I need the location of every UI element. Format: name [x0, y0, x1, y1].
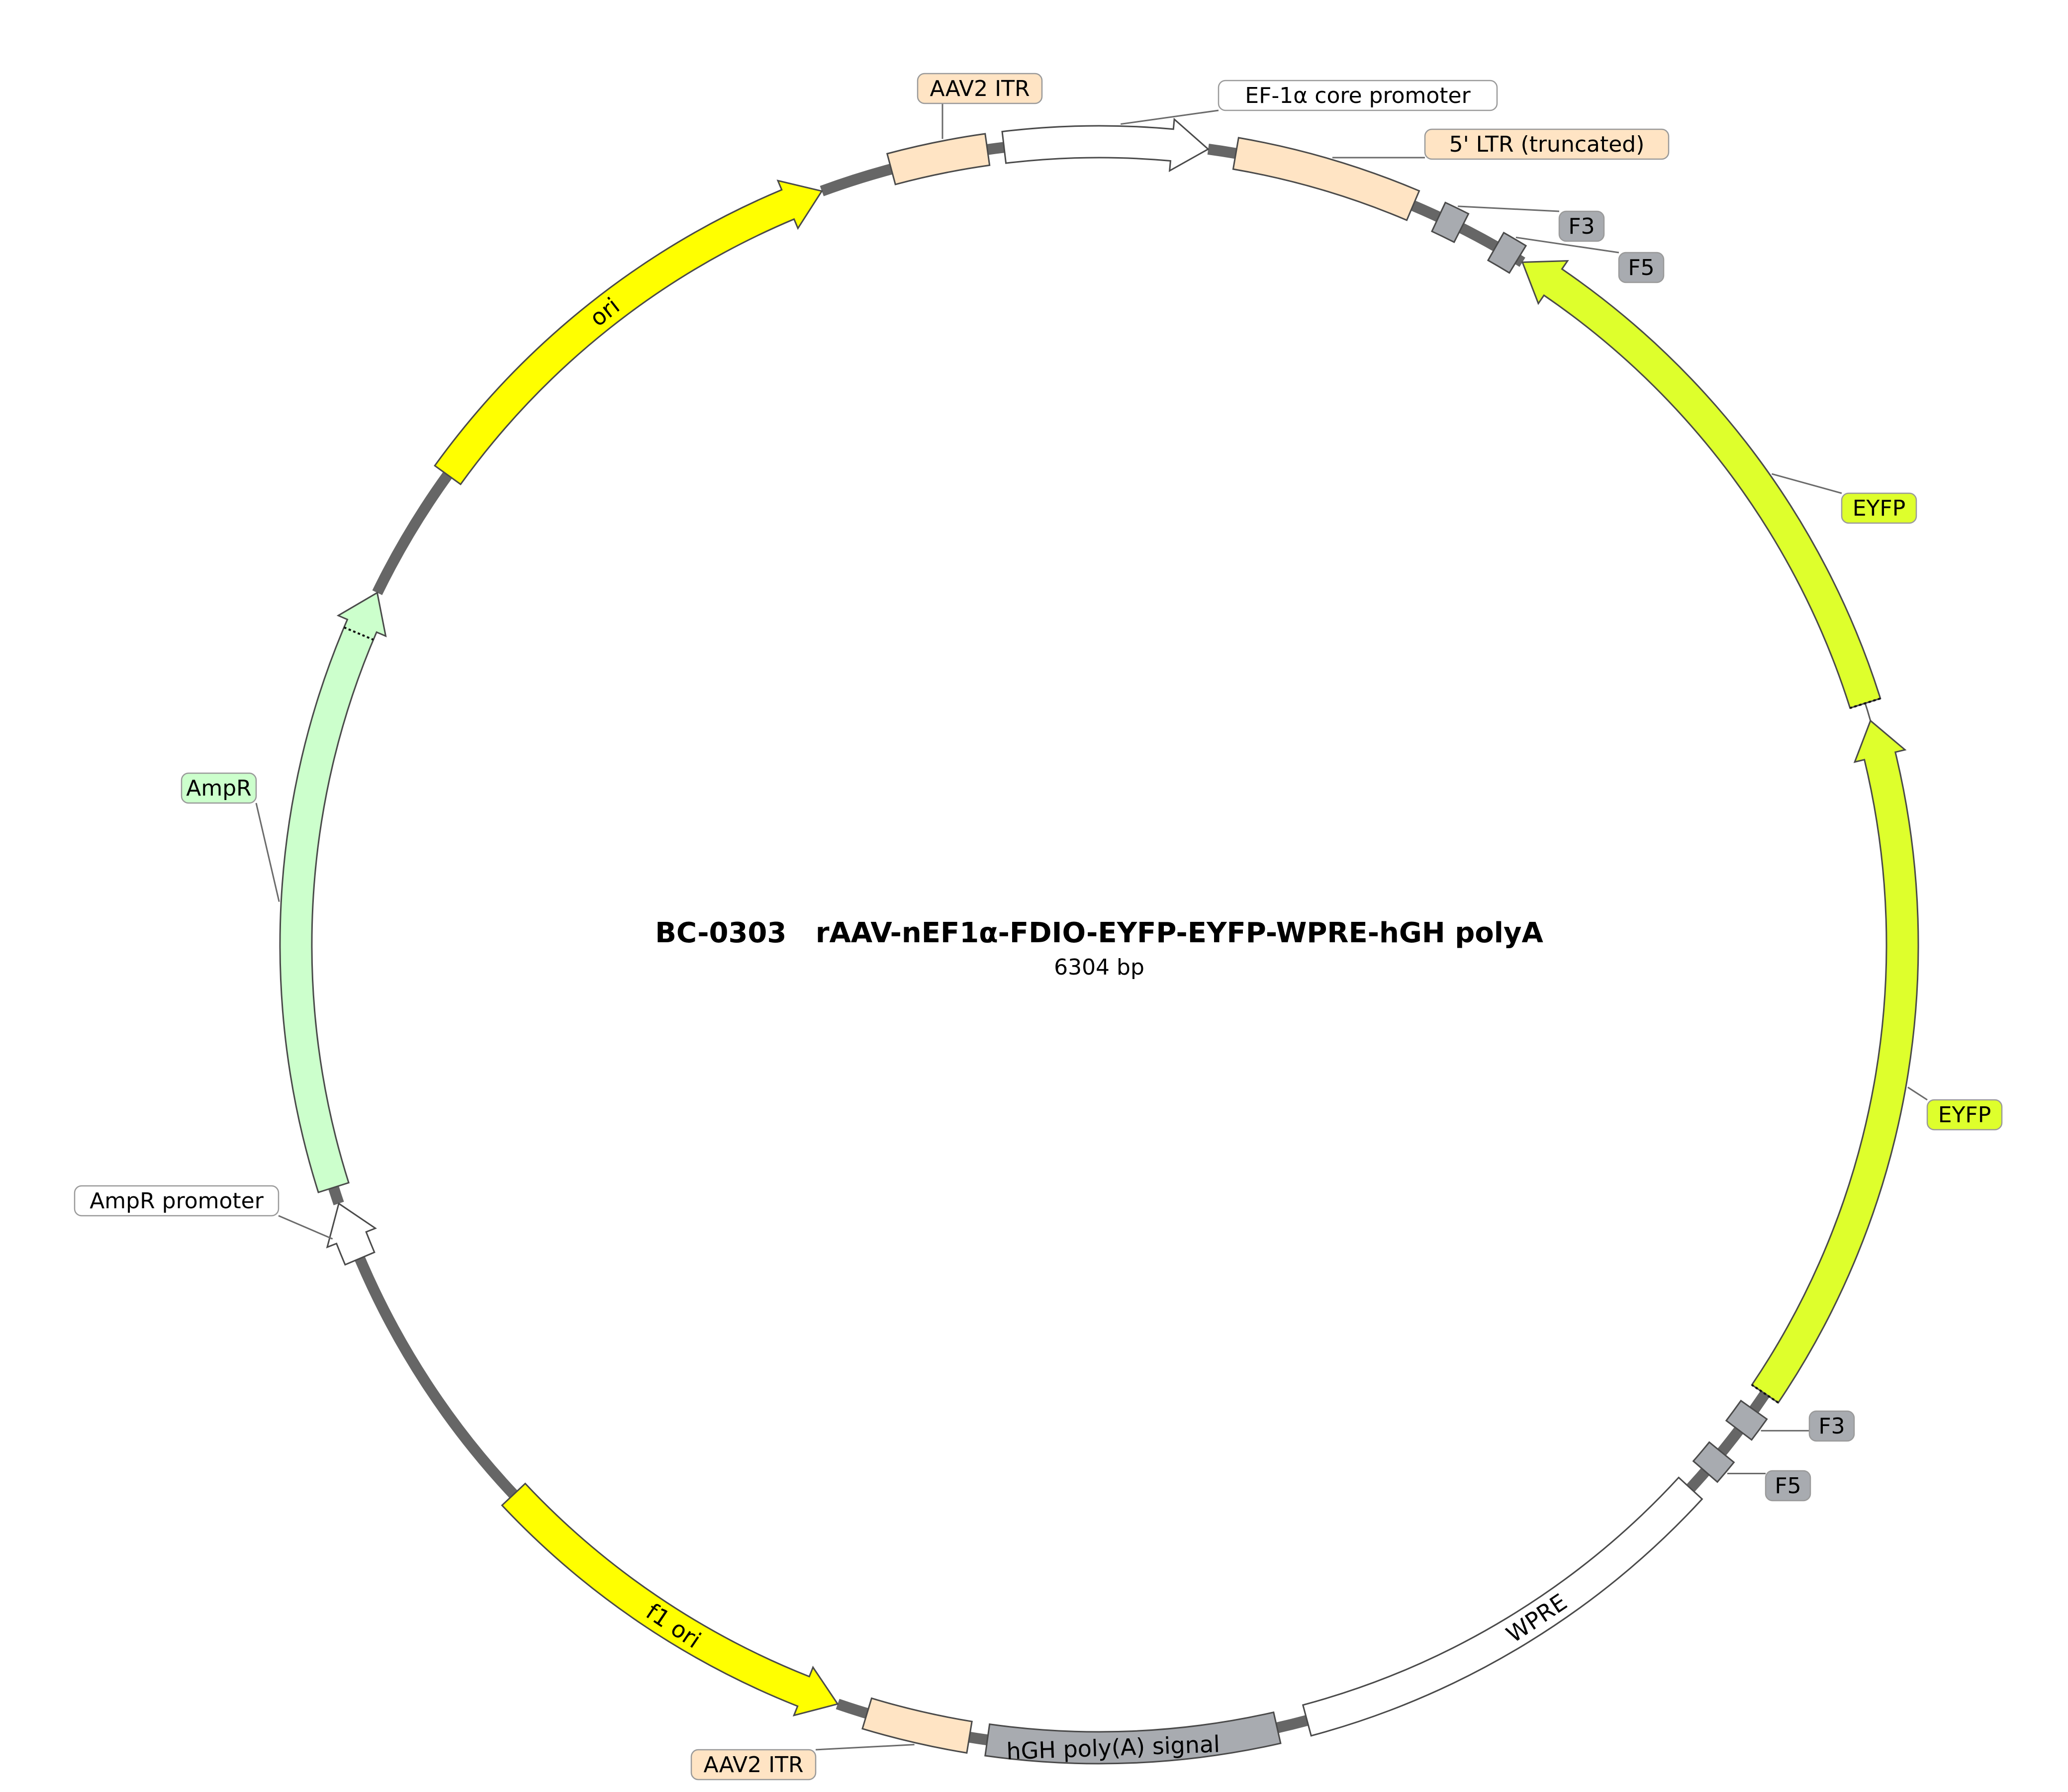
feature-callout-label: F5: [1628, 255, 1654, 280]
label-box: [1218, 80, 1498, 111]
feature-callout-label: AmpR: [186, 776, 251, 801]
feature-aav2-itr[interactable]: [886, 133, 991, 185]
label-box: [181, 772, 257, 804]
backbone-segment: [1207, 144, 1237, 159]
feature-callout-label: F3: [1568, 214, 1595, 239]
feature-shape[interactable]: [279, 591, 387, 1193]
feature-callout-label: AAV2 ITR: [930, 76, 1030, 101]
feature-5-ltr-truncated[interactable]: [1232, 137, 1420, 221]
label-box: [690, 1749, 817, 1781]
feature-layer: [279, 117, 1919, 1765]
feature-wpre[interactable]: [1302, 1476, 1703, 1737]
label-leader: [815, 1744, 915, 1751]
label-box: [1765, 1470, 1811, 1502]
label-box: [74, 1185, 280, 1217]
feature-callout-label: EYFP: [1938, 1102, 1991, 1128]
label-box: [1926, 1099, 2003, 1131]
feature-shape[interactable]: [1692, 1441, 1735, 1483]
label-box: [1618, 252, 1665, 283]
label-leader: [1458, 205, 1560, 212]
label-box: [1424, 128, 1670, 160]
label-box: [917, 73, 1043, 104]
feature-hgh-poly-a-signal[interactable]: [984, 1711, 1282, 1765]
backbone-segment: [820, 164, 893, 196]
feature-shape[interactable]: [1232, 137, 1420, 221]
segment-join-mark: [1850, 697, 1881, 709]
feature-eyfp[interactable]: [1751, 719, 1919, 1404]
backbone-segment: [1686, 1390, 1770, 1492]
label-leader: [1907, 1086, 1928, 1101]
feature-callout-label: AmpR promoter: [90, 1188, 264, 1214]
backbone-segment: [1276, 1715, 1309, 1733]
feature-f3[interactable]: [1431, 201, 1470, 244]
feature-shape[interactable]: [1302, 1476, 1703, 1737]
plasmid-title: BC-0303 rAAV-nEF1α-FDIO-EYFP-EYFP-WPRE-h…: [655, 917, 1543, 949]
feature-ori[interactable]: [434, 179, 823, 486]
feature-aav2-itr[interactable]: [861, 1697, 973, 1754]
feature-shape[interactable]: [1521, 260, 1881, 709]
feature-shape[interactable]: [886, 133, 991, 185]
feature-ef-1-core-promoter[interactable]: [1001, 117, 1210, 173]
feature-ampr[interactable]: [279, 591, 387, 1193]
feature-f5[interactable]: [1692, 1441, 1735, 1483]
feature-shape[interactable]: [984, 1711, 1282, 1765]
label-box: [1841, 492, 1917, 524]
feature-f5[interactable]: [1487, 231, 1527, 274]
feature-shape[interactable]: [1001, 117, 1210, 173]
label-leader: [255, 803, 280, 902]
backbone-segment: [372, 471, 453, 595]
feature-ampr-promoter[interactable]: [326, 1202, 377, 1266]
label-leader: [278, 1215, 333, 1240]
feature-callout-label: AAV2 ITR: [703, 1752, 803, 1778]
label-leader: [1121, 109, 1219, 125]
feature-callout-label: 5' LTR (truncated): [1449, 132, 1645, 157]
feature-f3[interactable]: [1725, 1399, 1768, 1441]
feature-callout-label: EF-1α core promoter: [1245, 83, 1471, 108]
feature-shape[interactable]: [1431, 201, 1470, 244]
backbone-segment: [328, 1186, 344, 1206]
backbone-segment: [355, 1256, 518, 1499]
feature-shape[interactable]: [1751, 719, 1919, 1404]
feature-callout-label: F5: [1775, 1473, 1801, 1499]
feature-shape[interactable]: [434, 179, 823, 486]
feature-shape[interactable]: [501, 1482, 839, 1717]
feature-f1-ori[interactable]: [501, 1482, 839, 1717]
label-leader: [1772, 473, 1842, 494]
feature-shape[interactable]: [1725, 1399, 1768, 1441]
backbone-segment: [986, 142, 1005, 155]
segment-join-mark: [343, 626, 374, 641]
label-box: [1808, 1410, 1855, 1442]
feature-shape[interactable]: [1487, 231, 1527, 274]
feature-shape[interactable]: [861, 1697, 973, 1754]
segment-join-mark: [1751, 1384, 1779, 1404]
label-box: [1558, 210, 1605, 242]
feature-callout-label: F3: [1818, 1414, 1845, 1439]
feature-shape[interactable]: [326, 1202, 377, 1266]
feature-eyfp[interactable]: [1521, 260, 1881, 709]
plasmid-length: 6304 bp: [1054, 955, 1144, 980]
label-leader: [1515, 236, 1619, 254]
feature-callout-label: EYFP: [1853, 496, 1906, 521]
